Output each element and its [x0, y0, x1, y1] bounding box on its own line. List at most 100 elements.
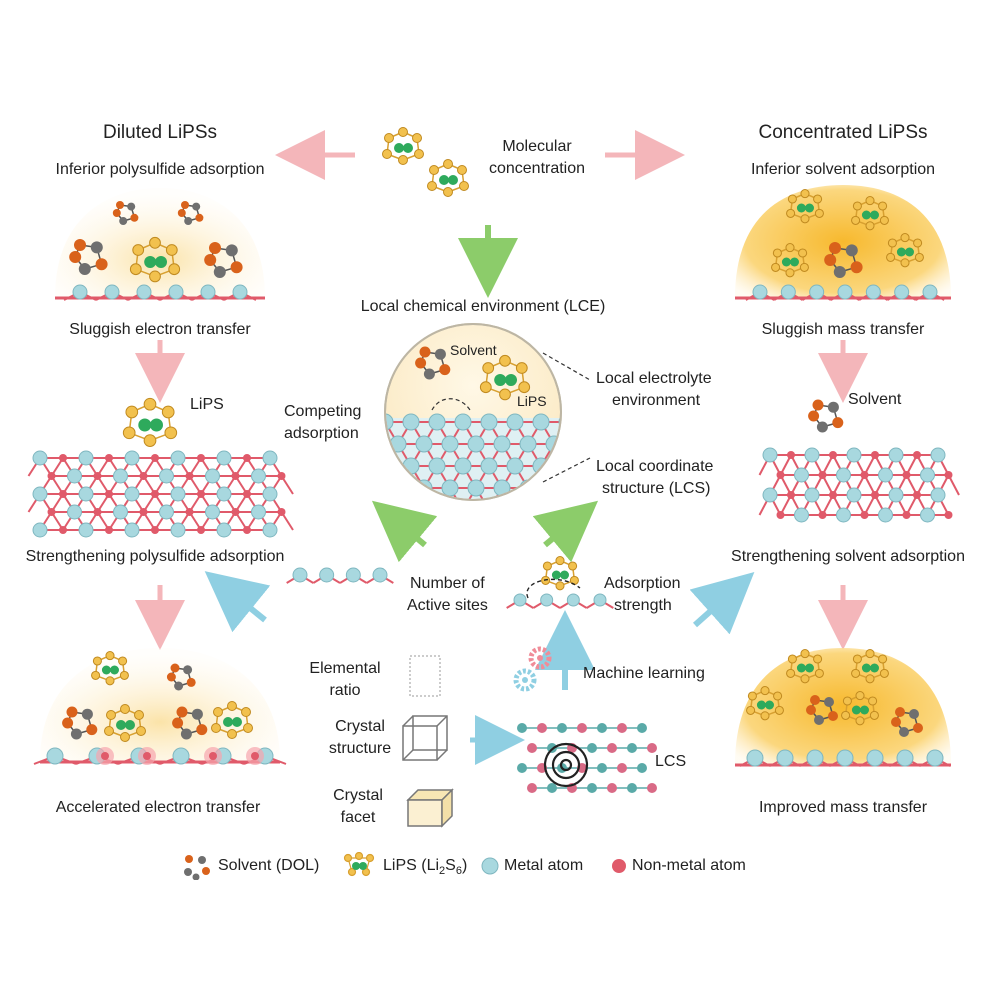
- nonmetal-atom: [197, 490, 205, 498]
- metal-atom: [922, 284, 938, 300]
- metal-atom: [506, 457, 524, 475]
- molecule-drawings: [62, 127, 924, 742]
- metal-atom: [402, 457, 420, 475]
- flow-arrows: [135, 130, 868, 765]
- solvent-molecule: [808, 399, 844, 433]
- nonmetal-atom: [143, 752, 151, 760]
- metal-atom: [32, 522, 48, 538]
- lips-molecule: [479, 354, 531, 401]
- nonmetal-atom: [93, 472, 102, 480]
- metal-atom: [806, 749, 824, 767]
- competing-label-2: adsorption: [284, 425, 359, 442]
- metal-atom: [159, 468, 174, 484]
- nonmetal-atom: [197, 526, 205, 534]
- metal-atom: [262, 522, 278, 538]
- metal-atom: [377, 502, 393, 518]
- metal-atom: [836, 507, 851, 523]
- metal-atom: [545, 479, 560, 497]
- lips-molecule: [841, 691, 879, 726]
- improved-mass-caption: Improved mass transfer: [758, 799, 928, 816]
- lcs-atom: [527, 783, 537, 793]
- nonmetal-atom: [902, 471, 911, 479]
- lips-molecule: [786, 189, 824, 224]
- metal-atom: [481, 502, 497, 518]
- nonmetal-atom: [101, 752, 109, 760]
- lcs-atom: [627, 743, 637, 753]
- nonmetal-atom: [913, 491, 921, 499]
- sluggish-electron-caption: Sluggish electron transfer: [69, 321, 251, 338]
- metal-atom: [866, 749, 884, 767]
- metal-atom: [809, 284, 825, 300]
- metal-atom: [467, 479, 485, 497]
- lips-molecule: [129, 236, 181, 283]
- nonmetal-atom: [59, 454, 67, 462]
- metal-atom: [837, 284, 853, 300]
- lips-molecule: [211, 701, 253, 739]
- metal-atom: [836, 467, 851, 483]
- metal-atom: [32, 450, 48, 466]
- adsorption-strength-label-2: strength: [614, 597, 672, 614]
- nonmetal-atom: [105, 490, 113, 498]
- metal-atom: [926, 749, 944, 767]
- metal-atom: [428, 413, 446, 431]
- metal-atom: [533, 502, 549, 518]
- metal-atom: [878, 467, 893, 483]
- metal-atom: [415, 435, 433, 453]
- metal-atom: [846, 447, 862, 463]
- nonmetal-atom: [277, 508, 286, 516]
- metal-atom: [762, 487, 778, 503]
- metal-atom: [124, 522, 140, 538]
- accelerated-electron-caption: Accelerated electron transfer: [55, 799, 261, 816]
- metal-atom: [159, 504, 174, 520]
- lcs-label: LCS: [655, 753, 687, 770]
- metal-atom: [136, 284, 152, 300]
- lce-title: Local chemical environment (LCE): [360, 298, 606, 315]
- metal-atom: [888, 487, 904, 503]
- nonmetal-atom: [818, 511, 827, 519]
- metal-atom: [200, 284, 216, 300]
- metal-atom: [593, 593, 607, 607]
- metal-atom: [389, 479, 407, 497]
- molecular-label-1: Molecular: [502, 138, 572, 155]
- metal-atom: [467, 435, 485, 453]
- metal-atom: [794, 467, 809, 483]
- metal-atom: [216, 450, 232, 466]
- nonmetal-atom: [151, 526, 159, 534]
- nonmetal-atom: [151, 454, 159, 462]
- nonmetal-atom: [185, 508, 194, 516]
- lips-molecule: [771, 243, 809, 278]
- lips-molecule: [427, 159, 469, 197]
- solvent-molecule: [415, 346, 451, 380]
- metal-atom: [746, 749, 764, 767]
- lcs-atom: [607, 743, 617, 753]
- nonmetal-atom: [105, 454, 113, 462]
- metal-atom: [804, 487, 820, 503]
- metal-atom: [507, 502, 523, 518]
- nonmetal-atom: [243, 454, 251, 462]
- nonmetal-atom: [871, 451, 879, 459]
- metal-atom: [72, 284, 88, 300]
- solvent-molecule: [204, 242, 243, 278]
- metal-atom: [519, 479, 537, 497]
- metal-atom: [78, 450, 94, 466]
- metal-atom: [559, 502, 575, 518]
- lcs-atom: [537, 723, 547, 733]
- lcs-atom: [587, 783, 597, 793]
- strengthening-polysulfide-caption: Strengthening polysulfide adsorption: [25, 548, 285, 565]
- metal-atom: [170, 522, 186, 538]
- lips-molecule: [851, 196, 889, 231]
- metal-atom: [429, 502, 445, 518]
- nonmetal-atom: [902, 511, 911, 519]
- crystal-facet-label-1: Crystal: [333, 787, 383, 804]
- nonmetal-atom: [787, 491, 795, 499]
- crystal-structure-label-1: Crystal: [335, 718, 385, 735]
- metal-atom: [752, 284, 768, 300]
- nonmetal-atom: [243, 490, 251, 498]
- circle-solvent-label: Solvent: [450, 342, 497, 358]
- metal-atom: [292, 567, 308, 583]
- concentrated-subtitle: Inferior solvent adsorption: [750, 161, 936, 178]
- metal-atom: [216, 522, 232, 538]
- nonmetal-atom: [829, 451, 837, 459]
- metal-atom: [386, 457, 394, 475]
- lcs-atom: [637, 763, 647, 773]
